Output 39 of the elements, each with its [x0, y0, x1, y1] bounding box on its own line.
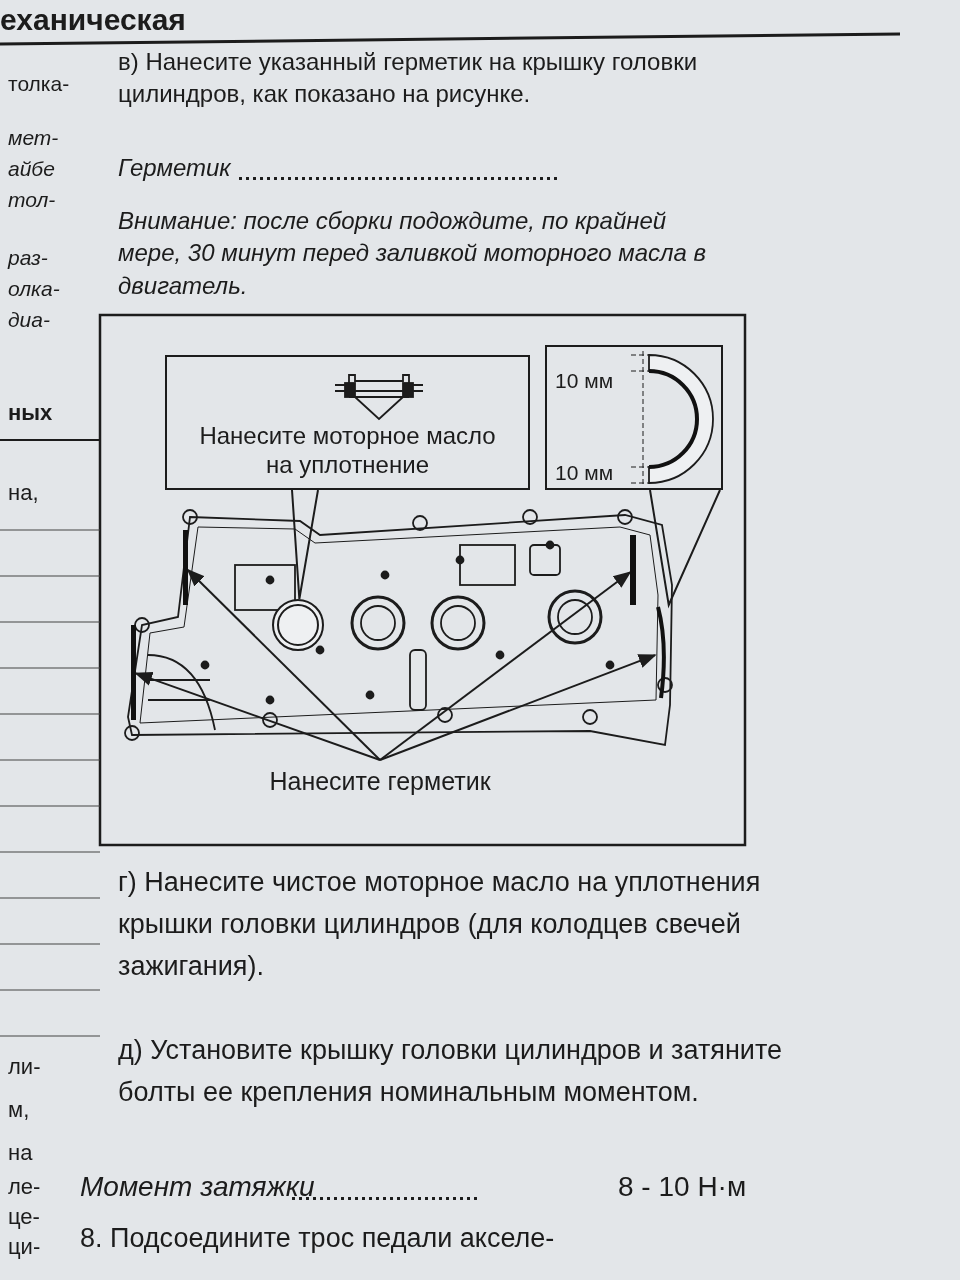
sealant-strip: [183, 530, 188, 605]
seal-ring: [272, 599, 324, 651]
body-text: г) Нанесите чистое моторное масло на уплотнения крышки головки цилиндров (для колодцев свечей зажигания).: [118, 866, 762, 983]
text-fragment: тол-: [8, 187, 57, 213]
callout-text: Нанесите моторное масло на уплотнение: [198, 422, 497, 480]
sealant-strip: [655, 605, 669, 700]
sealant-strip: [131, 625, 136, 720]
text-fragment: мет-: [8, 125, 60, 151]
leader-line: [649, 489, 721, 609]
arrow: [186, 568, 381, 761]
text-fragment: на,: [8, 479, 40, 507]
text-fragment: ле-: [8, 1173, 42, 1201]
text-fragment: ли-: [8, 1053, 42, 1081]
text-fragment: на: [8, 1139, 34, 1167]
section-heading: еханическая: [0, 2, 187, 38]
text-fragment: ци-: [8, 1233, 42, 1261]
detail-callout-box: [545, 345, 723, 490]
text-fragment: олка-: [8, 276, 61, 302]
body-text: Внимание: после сборки подождите, по крайней мере, 30 минут перед заливкой моторного масла в двигатель.: [118, 206, 708, 301]
text-fragment: раз-: [8, 245, 49, 271]
body-text: в) Нанесите указанный герметик на крышку головки цилиндров, как показано на рисунке.: [118, 47, 699, 110]
dimension-label: 10 мм: [555, 460, 615, 486]
text-fragment: м,: [8, 1096, 31, 1124]
text-fragment: ных: [8, 399, 54, 427]
sealant-strip: [630, 535, 636, 605]
text-fragment: це-: [8, 1203, 41, 1231]
body-text: 8 - 10 Н·м: [618, 1170, 748, 1204]
arrow: [379, 571, 632, 761]
arrow: [134, 672, 381, 761]
arrow: [379, 654, 657, 761]
sealant-note: Нанесите герметик: [268, 766, 492, 796]
text-fragment: толка-: [8, 71, 71, 97]
dimension-label: 10 мм: [555, 368, 615, 394]
text-fragment: айбе: [8, 156, 56, 182]
text-fragment: диа-: [8, 307, 51, 333]
callout-box: [165, 355, 530, 490]
body-text: 8. Подсоедините трос педали акселе-: [80, 1222, 556, 1255]
body-text: д) Установите крышку головки цилиндров и затяните болты ее крепления номинальным моментом.: [118, 1034, 783, 1109]
leader-line: [291, 489, 319, 600]
